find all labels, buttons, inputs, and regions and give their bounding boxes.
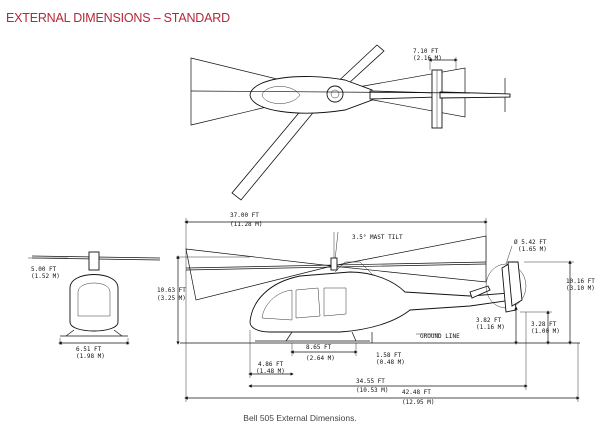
side-view: 37.00 FT (11.28 M) 3.5° MAST TILT [157, 212, 595, 406]
nose-to-skid-label: 4.86 FT [258, 361, 284, 368]
mast-tilt-label: 3.5° MAST TILT [352, 234, 403, 241]
front-skid-height-m-label: (1.52 M) [31, 273, 60, 280]
tail-rotor-clearance-label: 3.82 FT [476, 317, 502, 324]
page-title: EXTERNAL DIMENSIONS – STANDARD [6, 11, 230, 25]
rotor-span-label: 37.00 FT [230, 212, 259, 219]
front-skid-width-label: 6.51 FT [76, 346, 102, 353]
top-view: 7.10 FT (2.16 M) [190, 44, 511, 201]
front-fuselage [69, 274, 119, 332]
tail-rotor-dia-label: Ø 5.42 FT [514, 239, 547, 246]
fuselage-length-m-label: (10.53 M) [356, 387, 389, 394]
skid-length-m-label: (2.64 M) [306, 355, 335, 362]
figure-caption: Bell 505 External Dimensions. [243, 413, 357, 423]
ground-line-label: GROUND LINE [420, 333, 460, 340]
ground-clearance-m-label: (0.48 M) [376, 359, 405, 366]
tail-height-m-label: (3.10 M) [566, 285, 595, 292]
front-view: 5.00 FT (1.52 M) 6.51 FT (1.98 M) [28, 251, 161, 360]
tail-skid-height-label: 3.28 FT [531, 321, 557, 328]
tail-skid-height-m-label: (1.00 M) [531, 328, 560, 335]
rotor-span-m-label: (11.28 M) [230, 221, 263, 228]
front-skid-height-label: 5.00 FT [31, 266, 57, 273]
side-rotor-sweep-left [185, 248, 333, 301]
tail-width-m-label: (2.16 M) [413, 55, 442, 62]
tail-rotor-clearance-m-label: (1.16 M) [476, 324, 505, 331]
tail-width-label: 7.10 FT [413, 48, 439, 55]
skid-length-label: 8.65 FT [306, 344, 332, 351]
tail-rotor-dia-m-label: (1.65 M) [518, 246, 547, 253]
top-fuselage [249, 76, 373, 114]
side-rotor-sweep-right [331, 235, 487, 283]
top-rotor-hub [326, 85, 344, 103]
fuselage-length-label: 34.55 FT [356, 378, 385, 385]
overall-length-m-label: (12.95 M) [402, 399, 435, 406]
front-skid-width-m-label: (1.98 M) [76, 353, 105, 360]
side-fuselage [249, 271, 513, 333]
overall-height-m-label: (3.25 M) [157, 295, 186, 302]
nose-to-skid-m-label: (1.48 M) [256, 368, 285, 375]
overall-length-label: 42.48 FT [402, 389, 431, 396]
ground-clearance-label: 1.58 FT [376, 352, 402, 359]
tail-height-label: 10.16 FT [566, 278, 595, 285]
overall-height-label: 10.63 FT [157, 287, 186, 294]
